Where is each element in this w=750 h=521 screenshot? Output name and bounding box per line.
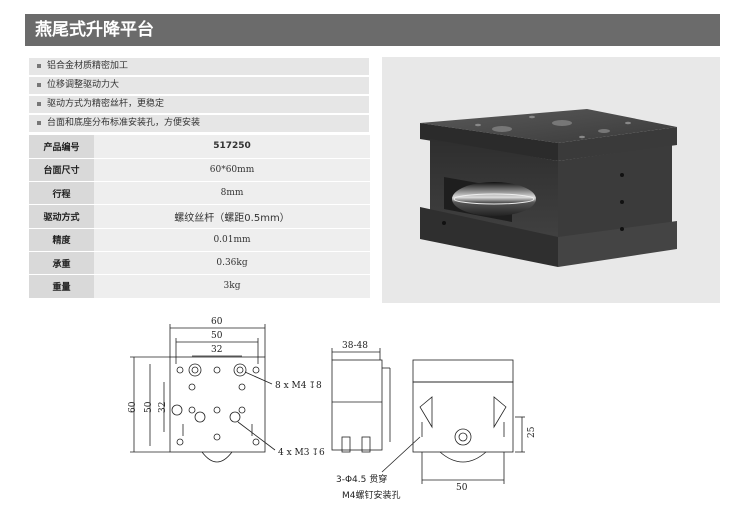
feature-item: 台面和底座分布标准安装孔，方便安装 bbox=[29, 115, 369, 132]
dim-32-top: 32 bbox=[211, 345, 222, 355]
dimension-drawing: 60 50 32 60 50 32 8 x M4↧8 4 x M3↧6 38-4… bbox=[128, 317, 537, 501]
table-row: 台面尺寸 60*60mm bbox=[29, 158, 370, 183]
spec-table: 产品编号 517250 台面尺寸 60*60mm 行程 8mm 驱动方式 螺纹丝… bbox=[29, 135, 370, 299]
mount-hole-label: M4螺钉安装孔 bbox=[342, 489, 401, 501]
hole-label-2: 4 x M3↧6 bbox=[278, 448, 325, 458]
spec-key: 重量 bbox=[29, 274, 94, 299]
top-view bbox=[130, 324, 276, 463]
lift-stage-image bbox=[420, 109, 677, 267]
side-range: 38-48 bbox=[342, 341, 368, 351]
dim-60-top: 60 bbox=[211, 317, 223, 327]
table-row: 驱动方式 螺纹丝杆（螺距0.5mm） bbox=[29, 204, 370, 229]
table-row: 精度 0.01mm bbox=[29, 228, 370, 252]
bullet-icon bbox=[37, 82, 41, 87]
page-title: 燕尾式升降平台 bbox=[25, 14, 720, 46]
spec-key: 行程 bbox=[29, 181, 94, 206]
bullet-icon bbox=[37, 120, 41, 125]
spec-value: 0.36kg bbox=[94, 251, 370, 276]
dim-50-top: 50 bbox=[211, 331, 223, 341]
dim-60-left: 60 bbox=[128, 401, 138, 413]
technical-drawing: 60 50 32 60 50 32 8 x M4↧8 4 x M3↧6 38-4… bbox=[120, 312, 540, 517]
spec-key: 驱动方式 bbox=[29, 204, 94, 229]
hole-label-1: 8 x M4↧8 bbox=[275, 381, 322, 391]
table-row: 承重 0.36kg bbox=[29, 251, 370, 276]
thru-hole-label: 3-Φ4.5 贯穿 bbox=[336, 473, 387, 485]
feature-item: 铝合金材质精密加工 bbox=[29, 58, 369, 75]
dim-32-left: 32 bbox=[158, 402, 168, 413]
product-photo bbox=[382, 57, 720, 303]
bullet-icon bbox=[37, 101, 41, 106]
spec-value: 0.01mm bbox=[94, 228, 370, 252]
feature-item: 位移调整驱动力大 bbox=[29, 77, 369, 94]
feature-item: 驱动方式为精密丝杆，更稳定 bbox=[29, 96, 369, 113]
spec-key: 台面尺寸 bbox=[29, 158, 94, 183]
spec-key: 精度 bbox=[29, 228, 94, 252]
spec-value: 螺纹丝杆（螺距0.5mm） bbox=[94, 204, 370, 229]
side-view bbox=[331, 348, 391, 453]
table-row: 重量 3kg bbox=[29, 274, 370, 299]
dim-25: 25 bbox=[527, 426, 537, 438]
table-row: 产品编号 517250 bbox=[29, 135, 370, 159]
spec-key: 产品编号 bbox=[29, 135, 94, 159]
bullet-icon bbox=[37, 63, 41, 68]
dim-50-left: 50 bbox=[144, 401, 154, 413]
spec-value: 8mm bbox=[94, 181, 370, 206]
spec-key: 承重 bbox=[29, 251, 94, 276]
front-view bbox=[381, 359, 525, 484]
spec-value: 3kg bbox=[94, 274, 370, 299]
spec-value: 517250 bbox=[94, 135, 370, 159]
feature-list: 铝合金材质精密加工 位移调整驱动力大 驱动方式为精密丝杆，更稳定 台面和底座分布… bbox=[29, 58, 369, 134]
dim-50-bottom: 50 bbox=[456, 483, 468, 493]
table-row: 行程 8mm bbox=[29, 181, 370, 206]
spec-value: 60*60mm bbox=[94, 158, 370, 183]
